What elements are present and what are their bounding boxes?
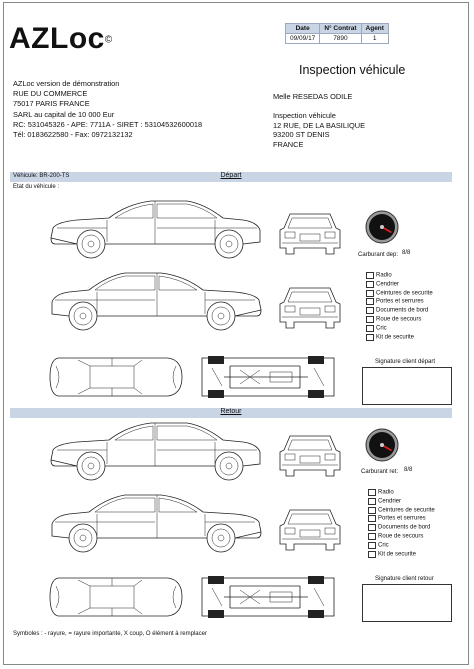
retour-car-underbody bbox=[201, 576, 335, 618]
symbols-legend: Symboles : - rayure, = rayure importante… bbox=[13, 631, 207, 637]
depart-checklist-item: Cendrier bbox=[366, 280, 400, 288]
depart-checkbox[interactable] bbox=[366, 333, 374, 341]
retour-checklist-item: Portes et serrures bbox=[368, 515, 426, 523]
date-value: 09/09/17 bbox=[284, 33, 321, 44]
retour-checklist-label: Cric bbox=[378, 542, 389, 549]
depart-section-bar: Véhicule: BR-200-TS Départ bbox=[10, 172, 452, 182]
fuel-depart-label: Carburant dep: bbox=[358, 252, 399, 258]
retour-checkbox[interactable] bbox=[368, 524, 376, 532]
depart-car-top bbox=[49, 357, 183, 397]
document-page bbox=[3, 2, 469, 665]
retour-checklist-item: Documents de bord bbox=[368, 524, 431, 532]
retour-checklist-label: Kit de securite bbox=[378, 551, 417, 558]
retour-checkbox[interactable] bbox=[368, 515, 376, 523]
depart-car-underbody bbox=[201, 356, 335, 398]
depart-checklist-label: Cendrier bbox=[376, 281, 400, 288]
retour-checklist-item: Roue de secours bbox=[368, 533, 423, 540]
depart-checkbox[interactable] bbox=[366, 280, 374, 288]
signature-retour-label: Signature client retour bbox=[375, 576, 434, 582]
depart-checkbox[interactable] bbox=[366, 289, 374, 297]
retour-car-front bbox=[279, 435, 341, 477]
depart-checklist-item: Roue de secours bbox=[366, 316, 421, 323]
signature-depart-label: Signature client départ bbox=[375, 359, 436, 365]
retour-car-top bbox=[49, 577, 183, 617]
retour-label: Retour bbox=[220, 408, 242, 415]
depart-checkbox[interactable] bbox=[366, 316, 374, 323]
depart-checklist-label: Ceintures de securite bbox=[376, 290, 433, 297]
client-address: Melle RESEDAS ODILE Inspection véhicule … bbox=[273, 92, 366, 150]
retour-checklist-label: Cendrier bbox=[378, 498, 402, 505]
retour-checkbox[interactable] bbox=[368, 550, 376, 558]
depart-checklist-label: Cric bbox=[376, 325, 387, 332]
retour-checklist-label: Ceintures de securite bbox=[378, 507, 435, 514]
retour-car-side-left bbox=[50, 422, 261, 481]
depart-checklist-label: Documents de bord bbox=[376, 307, 429, 314]
retour-checklist-label: Portes et serrures bbox=[378, 515, 426, 522]
retour-checklist-item: Cric bbox=[368, 541, 389, 549]
depart-car-side-right bbox=[51, 272, 262, 331]
depart-checklist-label: Roue de secours bbox=[376, 316, 422, 323]
retour-checklist-item: Radio bbox=[368, 489, 394, 496]
retour-checkbox[interactable] bbox=[368, 506, 376, 514]
depart-checklist-item: Radio bbox=[366, 272, 392, 279]
contract-number-value: 7890 bbox=[319, 33, 362, 44]
depart-checklist-label: Radio bbox=[376, 272, 392, 279]
retour-checklist-item: Kit de securite bbox=[368, 550, 417, 558]
company-address: AZLoc version de démonstration RUE DU CO… bbox=[13, 79, 203, 140]
retour-car-rear bbox=[279, 509, 341, 551]
fuel-retour-label: Carburant ret: bbox=[361, 469, 399, 475]
retour-section-bar: Retour bbox=[10, 408, 452, 418]
depart-car-front bbox=[279, 213, 341, 255]
signature-retour-box[interactable] bbox=[362, 584, 452, 622]
depart-checklist-label: Kit de securite bbox=[376, 334, 415, 341]
depart-checkbox[interactable] bbox=[366, 272, 374, 279]
depart-checklist-label: Portes et serrures bbox=[376, 298, 424, 305]
retour-checklist-label: Radio bbox=[378, 489, 394, 496]
fuel-retour-value: 8/8 bbox=[404, 467, 413, 473]
agent-value: 1 bbox=[360, 33, 389, 44]
date-header: Date bbox=[284, 23, 321, 34]
retour-checklist-label: Documents de bord bbox=[378, 524, 431, 531]
retour-car-side-right bbox=[51, 494, 262, 553]
fuel-gauge-retour bbox=[365, 428, 399, 462]
retour-checklist-label: Roue de secours bbox=[378, 533, 424, 540]
depart-checklist-item: Documents de bord bbox=[366, 307, 429, 315]
depart-checkbox[interactable] bbox=[366, 324, 374, 332]
document-title: Inspection véhicule bbox=[299, 63, 406, 77]
retour-checkbox[interactable] bbox=[368, 533, 376, 540]
depart-checkbox[interactable] bbox=[366, 307, 374, 315]
retour-checkbox[interactable] bbox=[368, 489, 376, 496]
depart-checklist-item: Kit de securite bbox=[366, 333, 415, 341]
depart-checklist-item: Ceintures de securite bbox=[366, 289, 433, 297]
vehicle-plate: Véhicule: BR-200-TS bbox=[13, 173, 70, 179]
signature-depart-box[interactable] bbox=[362, 367, 452, 405]
retour-checkbox[interactable] bbox=[368, 497, 376, 505]
retour-checkbox[interactable] bbox=[368, 541, 376, 549]
depart-car-side-left bbox=[50, 200, 261, 259]
depart-checklist-item: Portes et serrures bbox=[366, 298, 424, 306]
contract-meta-table: Date N° Contrat Agent 09/09/17 7890 1 bbox=[284, 23, 389, 44]
fuel-gauge-depart bbox=[365, 210, 399, 244]
fuel-depart-value: 8/8 bbox=[402, 250, 411, 256]
depart-car-rear bbox=[279, 287, 341, 329]
retour-checklist-item: Ceintures de securite bbox=[368, 506, 435, 514]
company-logo: AZLoc© bbox=[9, 22, 113, 55]
contract-number-header: N° Contrat bbox=[319, 23, 362, 34]
retour-checklist-item: Cendrier bbox=[368, 497, 402, 505]
depart-checklist-item: Cric bbox=[366, 324, 387, 332]
depart-checkbox[interactable] bbox=[366, 298, 374, 306]
vehicle-state-label: Etat du véhicule : bbox=[13, 184, 60, 190]
agent-header: Agent bbox=[360, 23, 389, 34]
depart-label: Départ bbox=[220, 172, 242, 179]
